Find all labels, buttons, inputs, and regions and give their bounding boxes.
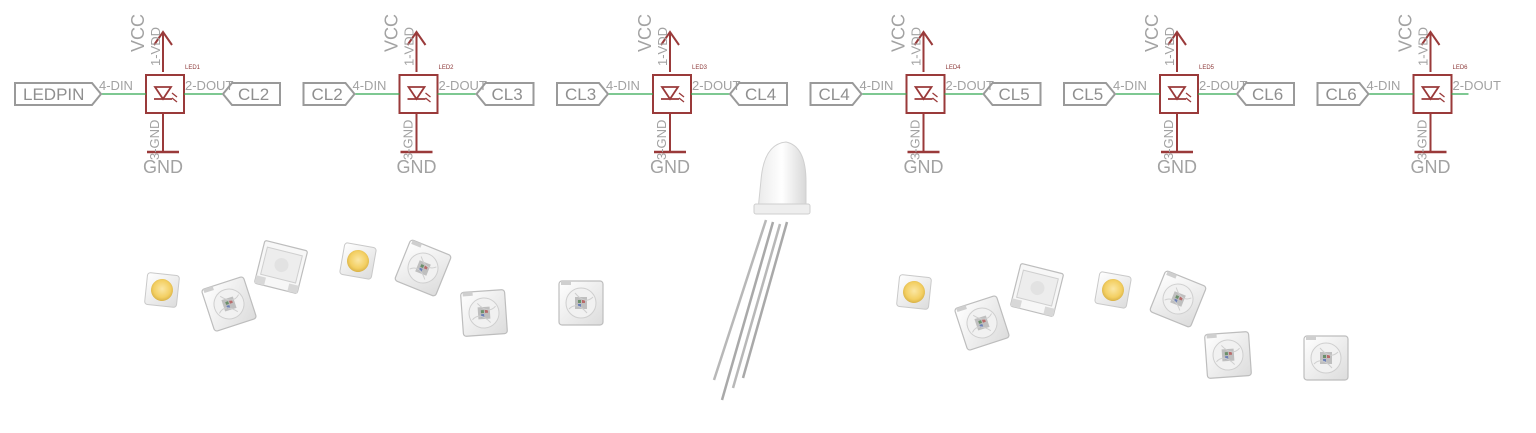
led-ref-label: LED3 (692, 65, 708, 71)
svg-text:CL6: CL6 (1252, 85, 1283, 104)
gnd-pin-label: 3-GND (1161, 120, 1176, 160)
vcc-arrow-icon (1167, 30, 1187, 46)
led-body (1412, 74, 1453, 114)
led-body (398, 74, 439, 114)
output-net-flag: CL4 (728, 82, 788, 106)
gnd-label: GND (143, 157, 183, 177)
diode-icon (913, 86, 934, 101)
led-ref-label: LED5 (1199, 65, 1215, 71)
output-net-flag: CL6 (1235, 82, 1295, 106)
led-body (145, 74, 185, 114)
smd-led-group-right (895, 262, 1349, 381)
svg-text:CL3: CL3 (565, 85, 596, 104)
diode-icon (1420, 86, 1441, 101)
vdd-pin-label: 1-VDD (148, 27, 163, 66)
gnd-pin-label: 3-GND (147, 120, 162, 160)
through-hole-rgb-led (712, 141, 811, 401)
vcc-label: VCC (128, 14, 148, 52)
gnd-label: GND (1411, 157, 1451, 177)
output-net-flag: CL2 (221, 82, 281, 106)
led-ref-label: LED1 (185, 65, 201, 71)
dout-pin-label: 2-DOUT (1453, 78, 1501, 93)
diode-icon (660, 86, 680, 101)
din-pin-label: 4-DIN (606, 78, 640, 93)
led-body (1159, 74, 1199, 114)
din-pin-label: 4-DIN (1113, 78, 1147, 93)
vcc-label: VCC (889, 14, 909, 52)
diode-icon (406, 86, 427, 101)
gnd-label: GND (650, 157, 690, 177)
din-pin-label: 4-DIN (99, 78, 133, 93)
dout-pin-label: 2-DOUT (185, 78, 233, 93)
output-net-flag: CL5 (982, 82, 1042, 106)
svg-text:CL4: CL4 (745, 85, 776, 104)
gnd-pin-label: 3-GND (908, 120, 923, 160)
dout-pin-label: 2-DOUT (946, 78, 994, 93)
vdd-pin-label: 1-VDD (909, 27, 924, 66)
input-net-flag: CL6 (1316, 82, 1370, 106)
input-net-flag: LEDPIN (14, 82, 103, 106)
led-body (905, 74, 946, 114)
svg-text:CL6: CL6 (1326, 85, 1357, 104)
vcc-label: VCC (382, 14, 402, 52)
smd-led-group-left (143, 238, 604, 338)
gnd-label: GND (904, 157, 944, 177)
svg-text:CL4: CL4 (819, 85, 850, 104)
output-net-flag: CL3 (475, 82, 535, 106)
diode-icon (153, 86, 173, 101)
led-ref-label: LED6 (1453, 65, 1469, 71)
led-ref-label: LED4 (946, 65, 962, 71)
input-net-flag: CL4 (809, 82, 863, 106)
led-body (652, 74, 692, 114)
gnd-pin-label: 3-GND (654, 120, 669, 160)
vcc-arrow-icon (153, 30, 173, 46)
led-photos (143, 141, 1349, 401)
vdd-pin-label: 1-VDD (402, 27, 417, 66)
gnd-pin-label: 3-GND (1415, 120, 1430, 160)
vcc-arrow-icon (1420, 30, 1441, 46)
vdd-pin-label: 1-VDD (1416, 27, 1431, 66)
svg-text:LEDPIN: LEDPIN (23, 85, 84, 104)
dout-pin-label: 2-DOUT (439, 78, 487, 93)
din-pin-label: 4-DIN (860, 78, 894, 93)
vdd-pin-label: 1-VDD (1162, 27, 1177, 66)
svg-text:CL5: CL5 (1072, 85, 1103, 104)
vcc-arrow-icon (406, 30, 427, 46)
din-pin-label: 4-DIN (353, 78, 387, 93)
input-net-flag: CL2 (302, 82, 356, 106)
vcc-label: VCC (635, 14, 655, 52)
svg-text:CL2: CL2 (312, 85, 343, 104)
vdd-pin-label: 1-VDD (655, 27, 670, 66)
diode-icon (1167, 86, 1187, 101)
vcc-label: VCC (1396, 14, 1416, 52)
gnd-pin-label: 3-GND (401, 120, 416, 160)
gnd-label: GND (397, 157, 437, 177)
dout-pin-label: 2-DOUT (692, 78, 740, 93)
vcc-arrow-icon (660, 30, 680, 46)
vcc-label: VCC (1142, 14, 1162, 52)
svg-text:CL3: CL3 (492, 85, 523, 104)
svg-text:CL2: CL2 (238, 85, 269, 104)
svg-text:CL5: CL5 (999, 85, 1030, 104)
input-net-flag: CL3 (556, 82, 610, 106)
gnd-label: GND (1157, 157, 1197, 177)
led-ref-label: LED2 (439, 65, 455, 71)
din-pin-label: 4-DIN (1367, 78, 1401, 93)
input-net-flag: CL5 (1063, 82, 1117, 106)
vcc-arrow-icon (913, 30, 934, 46)
dout-pin-label: 2-DOUT (1199, 78, 1247, 93)
